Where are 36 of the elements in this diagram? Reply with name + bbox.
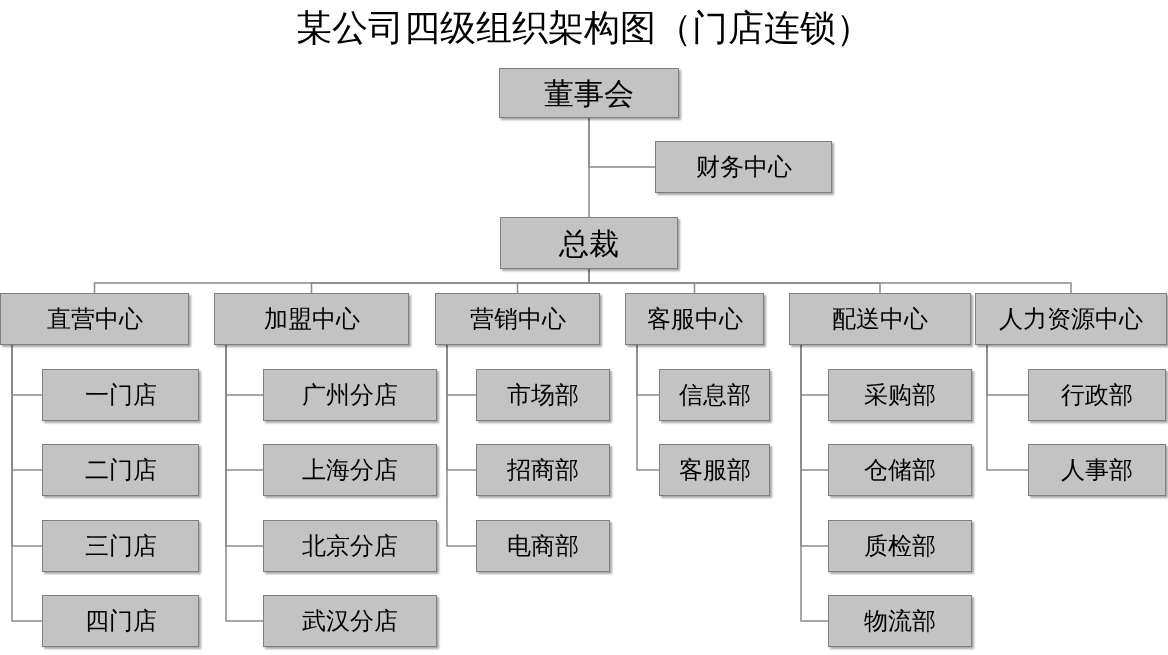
org-box: 人事部 [1028, 444, 1166, 496]
org-box: 上海分店 [263, 444, 437, 496]
org-box: 行政部 [1028, 369, 1166, 421]
org-box: 信息部 [659, 369, 770, 421]
org-box: 三门店 [42, 520, 199, 572]
org-box: 营销中心 [435, 293, 600, 345]
org-box: 直营中心 [0, 293, 189, 345]
org-box: 财务中心 [655, 141, 832, 193]
org-box: 客服中心 [625, 293, 764, 345]
org-box: 市场部 [476, 369, 610, 421]
org-box: 二门店 [42, 444, 199, 496]
org-box: 采购部 [828, 369, 972, 421]
connector-line [588, 117, 656, 168]
org-box: 广州分店 [263, 369, 437, 421]
org-box: 配送中心 [789, 293, 971, 345]
connector-line [636, 344, 660, 471]
org-box: 招商部 [476, 444, 610, 496]
org-box: 总裁 [500, 217, 678, 269]
org-box: 物流部 [828, 595, 972, 647]
org-box: 质检部 [828, 520, 972, 572]
org-box: 人力资源中心 [975, 293, 1167, 345]
org-box: 四门店 [42, 595, 199, 647]
diagram-title: 某公司四级组织架构图（门店连锁） [295, 6, 873, 50]
org-box: 武汉分店 [263, 595, 437, 647]
org-box: 仓储部 [828, 444, 972, 496]
connector-line [446, 344, 477, 547]
org-box: 电商部 [476, 520, 610, 572]
connector-line [986, 344, 1029, 471]
org-box: 加盟中心 [214, 293, 409, 345]
connector-line [800, 344, 829, 622]
connector-line [11, 344, 43, 622]
org-box: 一门店 [42, 369, 199, 421]
org-box: 董事会 [499, 68, 679, 118]
org-box: 客服部 [659, 444, 770, 496]
org-box: 北京分店 [263, 520, 437, 572]
connector-line [225, 344, 264, 622]
